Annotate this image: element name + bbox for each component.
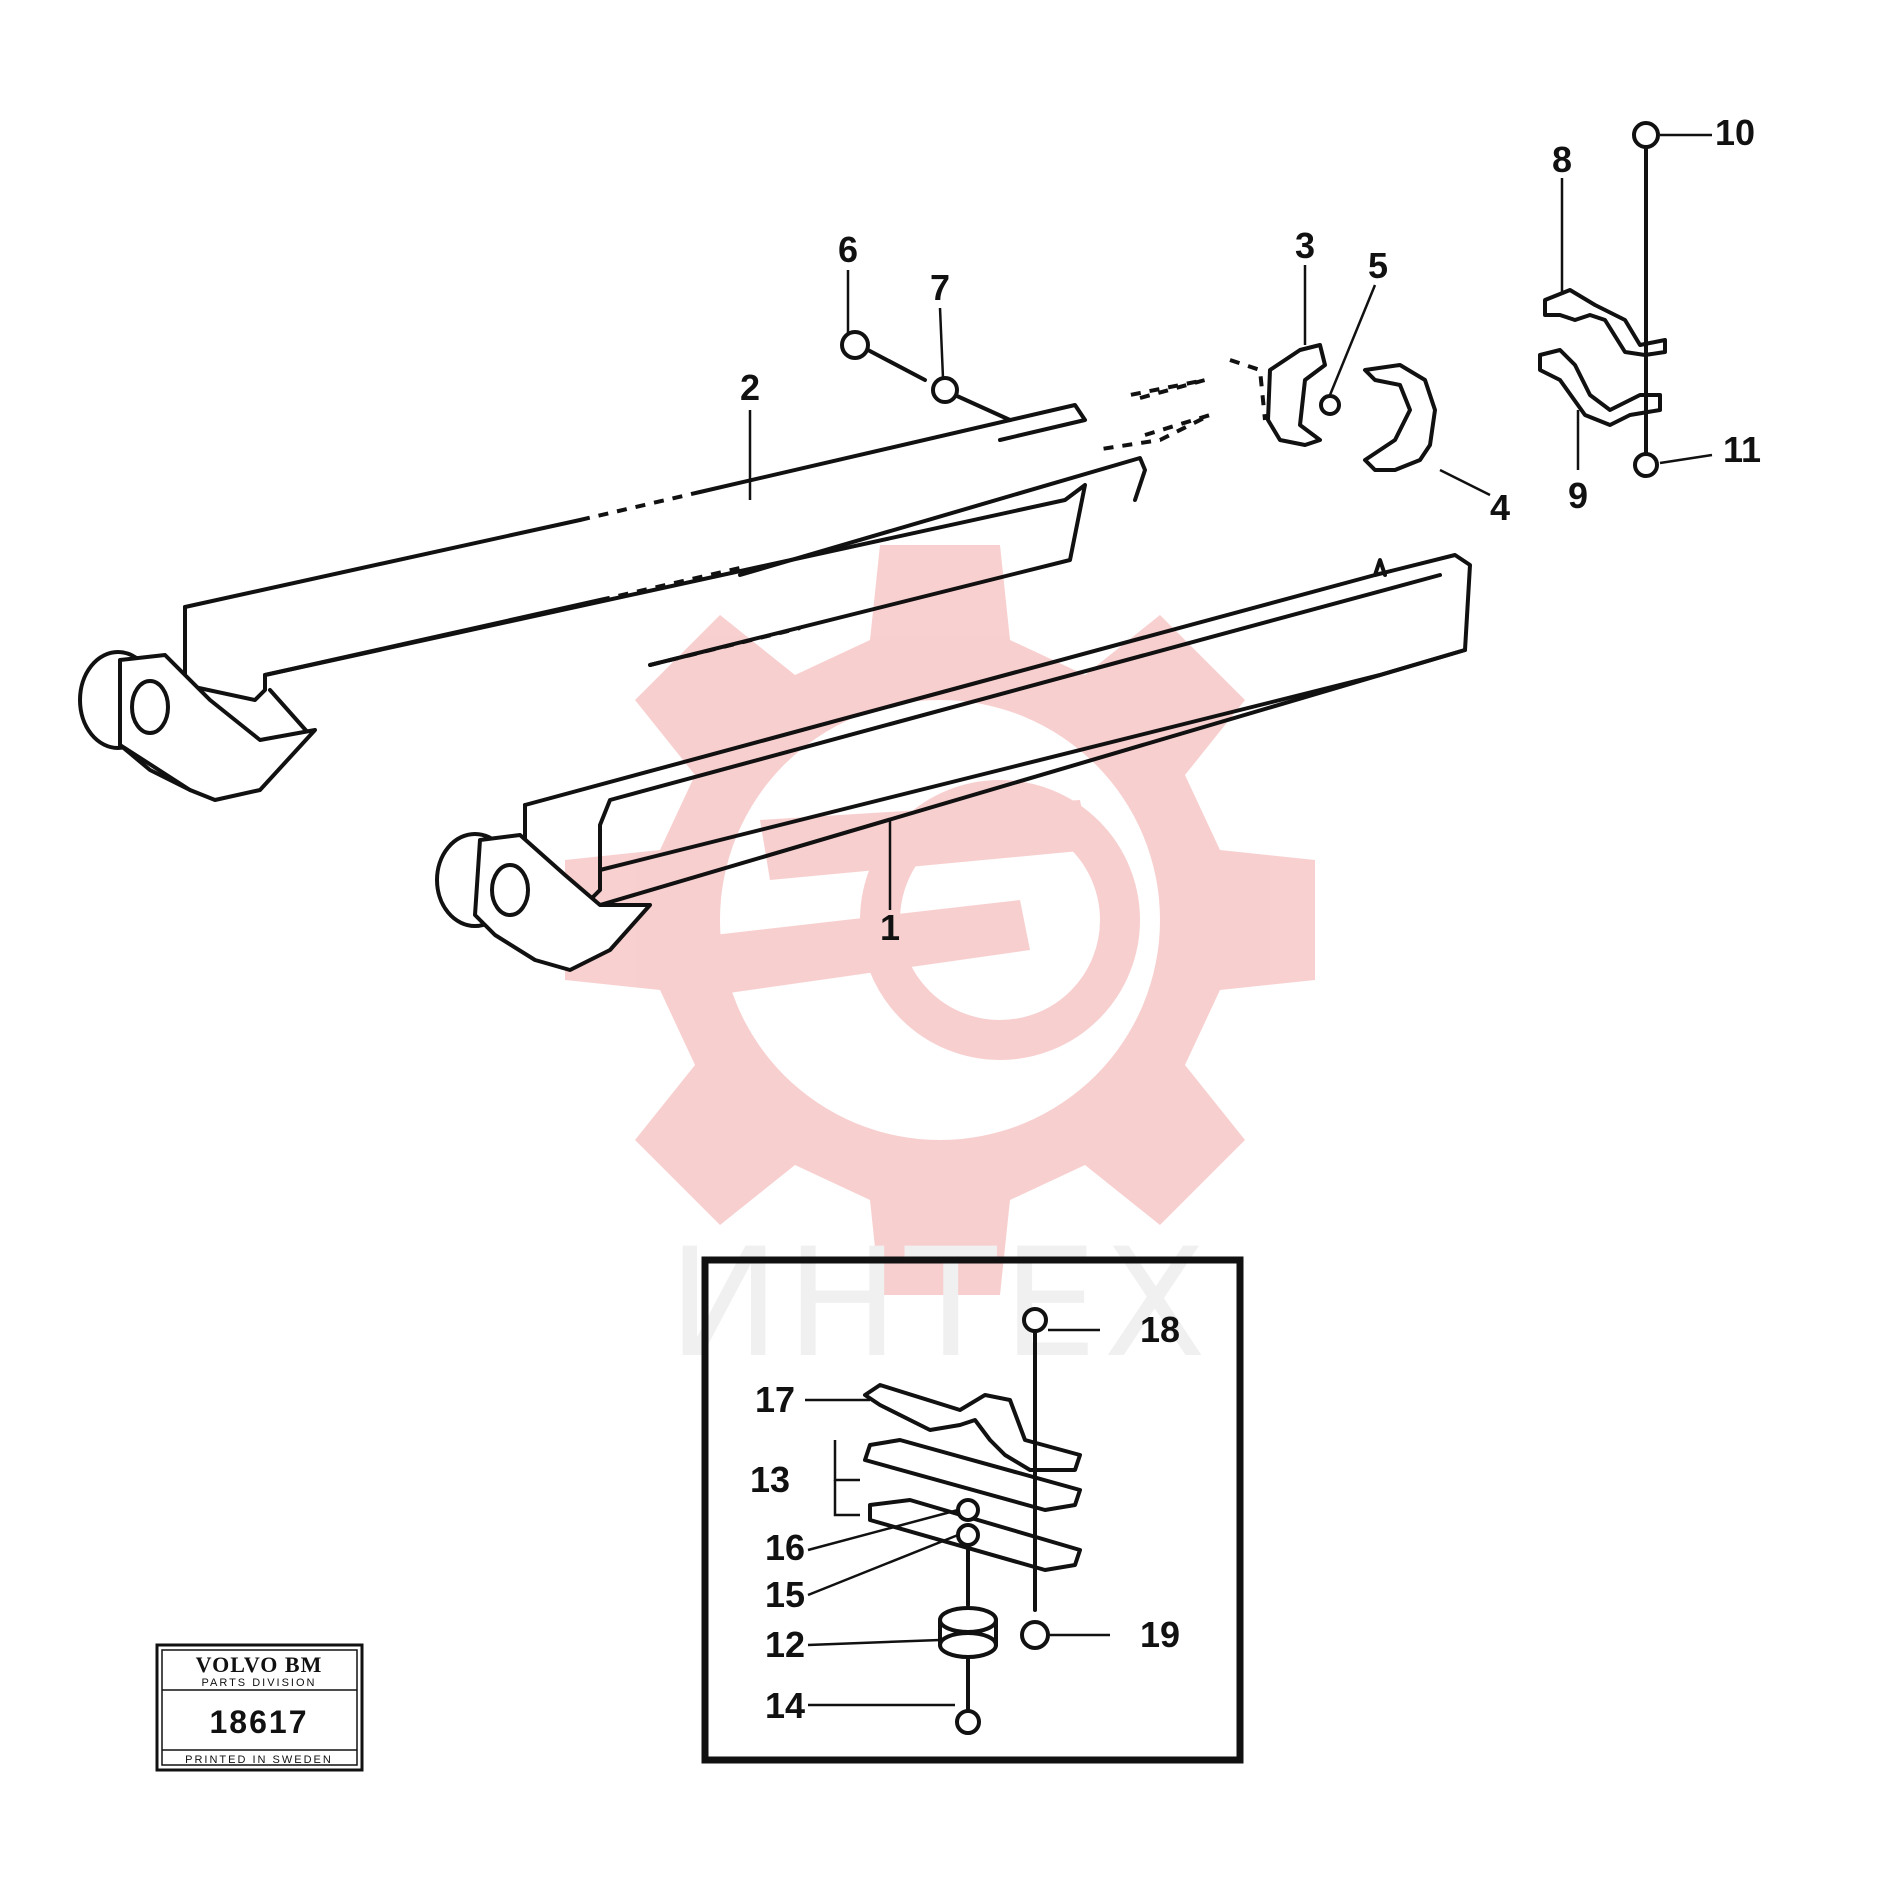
callout-2: 2 — [740, 367, 760, 408]
callout-9: 9 — [1568, 475, 1588, 516]
callout-11: 11 — [1723, 429, 1761, 470]
callout-7: 7 — [930, 267, 950, 308]
watermark-gear-logo: ИНТЕХ — [565, 545, 1315, 1391]
callout-14: 14 — [765, 1685, 805, 1726]
callout-19: 19 — [1140, 1614, 1180, 1655]
stamp-printed: PRINTED IN SWEDEN — [185, 1754, 333, 1766]
arm-upper — [78, 403, 1147, 802]
leader-lines — [748, 133, 1713, 1707]
callout-13: 13 — [750, 1459, 790, 1500]
callout-5: 5 — [1368, 245, 1388, 286]
callout-16: 16 — [765, 1527, 805, 1568]
clamp-3-4-5 — [1266, 343, 1437, 472]
callout-15: 15 — [765, 1574, 805, 1615]
stamp-number: 18617 — [210, 1704, 309, 1740]
callout-12: 12 — [765, 1624, 805, 1665]
callout-labels: 1 2 3 4 5 6 7 8 9 10 11 12 13 14 15 16 1… — [740, 112, 1761, 1726]
clamp-8-9-10-11 — [1538, 121, 1667, 478]
callout-17: 17 — [755, 1379, 795, 1420]
callout-18: 18 — [1140, 1309, 1180, 1350]
callout-1: 1 — [880, 907, 900, 948]
callout-6: 6 — [838, 229, 858, 270]
watermark-text: ИНТЕХ — [668, 1217, 1212, 1391]
arm-lower — [435, 553, 1472, 972]
volvo-bm-stamp: VOLVO BM PARTS DIVISION 18617 PRINTED IN… — [155, 1643, 364, 1772]
detail-inset — [701, 1256, 1244, 1764]
stamp-division: PARTS DIVISION — [201, 1677, 316, 1689]
callout-8: 8 — [1552, 139, 1572, 180]
callout-4: 4 — [1490, 487, 1510, 528]
callout-10: 10 — [1715, 112, 1755, 153]
callout-3: 3 — [1295, 225, 1315, 266]
stamp-brand: VOLVO BM — [196, 1652, 323, 1677]
bolt-6-washer-7 — [840, 330, 1267, 452]
